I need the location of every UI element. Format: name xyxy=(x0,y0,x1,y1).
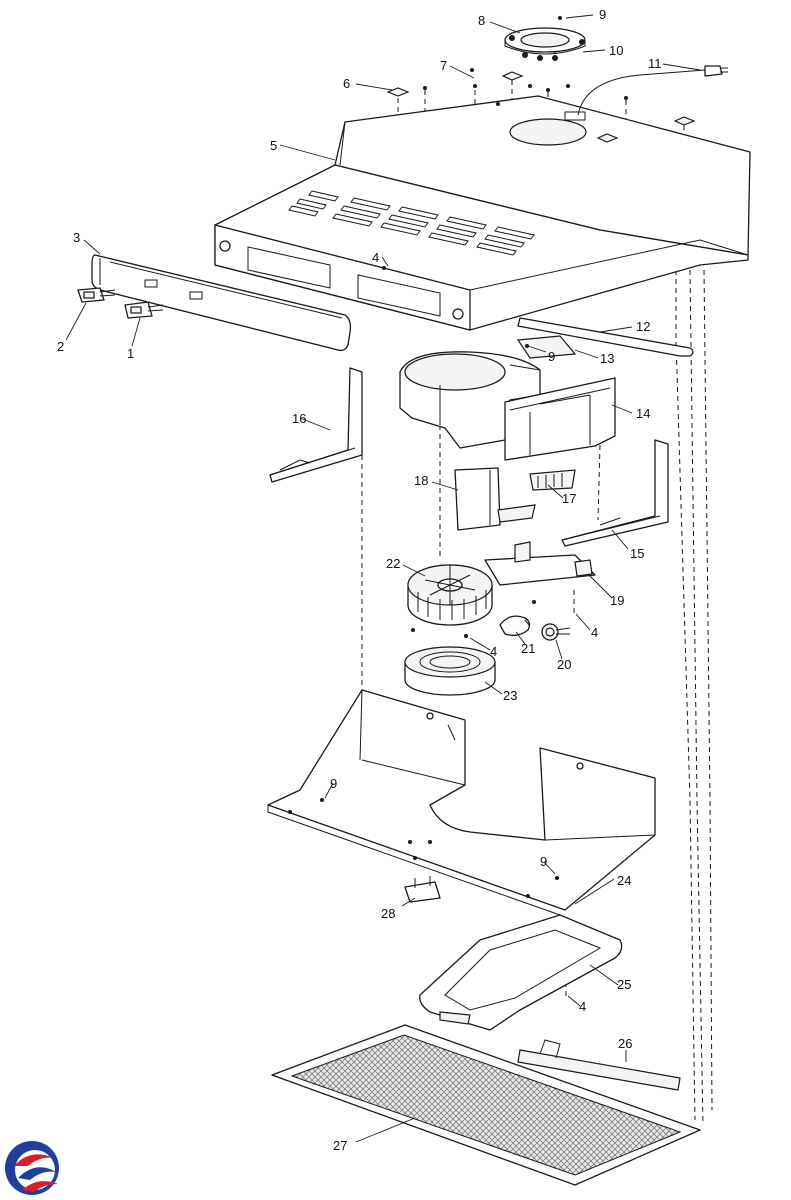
callout-8: 8 xyxy=(478,13,485,28)
terminal-block xyxy=(529,469,576,491)
brand-swirl-logo-icon xyxy=(5,1141,59,1195)
callout-6: 6 xyxy=(343,76,350,91)
grease-tray xyxy=(419,914,623,1031)
mounting-brackets-top xyxy=(386,16,696,143)
light-strip xyxy=(516,317,694,359)
left-side-bracket xyxy=(269,367,363,483)
filter-clip xyxy=(404,876,441,903)
callout-leader-lines xyxy=(65,14,701,1143)
control-panel-trim xyxy=(91,254,352,352)
callout-15: 15 xyxy=(630,546,644,561)
callout-24: 24 xyxy=(617,873,631,888)
right-side-bracket xyxy=(561,439,669,547)
blower-wheel xyxy=(407,564,493,626)
callout-9-plate-left: 9 xyxy=(330,776,337,791)
callout-9-top: 9 xyxy=(599,7,606,22)
callout-3: 3 xyxy=(73,230,80,245)
lamp-socket-bracket xyxy=(484,541,596,586)
callout-17: 17 xyxy=(562,491,576,506)
callout-4-wheel: 4 xyxy=(490,644,497,659)
callout-4-socket: 4 xyxy=(591,625,598,640)
callout-18: 18 xyxy=(414,473,428,488)
callout-5: 5 xyxy=(270,138,277,153)
bottom-plate xyxy=(267,689,656,916)
callout-4-hood: 4 xyxy=(372,250,379,265)
callout-23: 23 xyxy=(503,688,517,703)
power-cord xyxy=(577,65,728,116)
top-collar-assembly xyxy=(504,27,586,61)
callout-9-light: 9 xyxy=(548,349,555,364)
callout-16: 16 xyxy=(292,411,306,426)
light-bulb xyxy=(499,615,531,636)
callout-20: 20 xyxy=(557,657,571,672)
callout-13: 13 xyxy=(600,351,614,366)
vent-slots xyxy=(288,190,535,256)
callout-9-plate-right: 9 xyxy=(540,854,547,869)
callout-22: 22 xyxy=(386,556,400,571)
callout-1: 1 xyxy=(127,346,134,361)
callout-26: 26 xyxy=(618,1036,632,1051)
callout-25: 25 xyxy=(617,977,631,992)
callout-7: 7 xyxy=(440,58,447,73)
charcoal-filter xyxy=(404,646,496,696)
motor-mount-bracket xyxy=(454,467,536,531)
callout-28: 28 xyxy=(381,906,395,921)
lamp-socket xyxy=(541,623,571,641)
callout-10: 10 xyxy=(609,43,623,58)
callout-12: 12 xyxy=(636,319,650,334)
callout-4-tray: 4 xyxy=(579,999,586,1014)
rocker-switches xyxy=(77,287,164,319)
callout-21: 21 xyxy=(521,641,535,656)
callout-2: 2 xyxy=(57,339,64,354)
callout-14: 14 xyxy=(636,406,650,421)
light-lens xyxy=(517,1039,681,1091)
mesh-grease-filter xyxy=(271,1024,701,1186)
callout-11: 11 xyxy=(648,56,662,71)
callout-labels: 1 2 3 4 4 4 4 5 6 7 8 9 9 9 9 10 11 12 1… xyxy=(57,7,662,1153)
callout-27: 27 xyxy=(333,1138,347,1153)
callout-19: 19 xyxy=(610,593,624,608)
range-hood-body xyxy=(214,95,751,331)
damper-housing xyxy=(504,377,616,461)
